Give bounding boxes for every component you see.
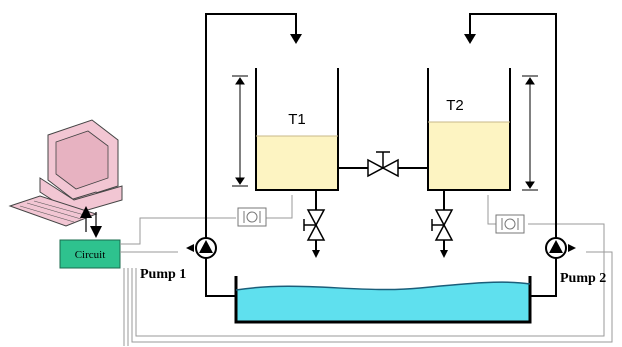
- tank-t2-label: T2: [446, 97, 464, 114]
- tank-t2: T2: [427, 68, 511, 191]
- signal-wires: [120, 195, 613, 346]
- pump-1-signal-arrow: [186, 244, 194, 252]
- valve-drain-t1: [303, 209, 326, 241]
- valve-drain-t2: [431, 209, 454, 241]
- flow-sensor-t2: [495, 214, 525, 234]
- circuit-label: Circuit: [75, 249, 106, 261]
- inflow-arrows: [290, 34, 476, 44]
- pump-2-icon: [545, 237, 567, 259]
- circuit-box: Circuit: [59, 239, 121, 269]
- level-indicator-t1: [232, 75, 248, 187]
- level-indicator-t2: [522, 75, 538, 191]
- flow-sensor-t1: [237, 207, 267, 227]
- pump-2-signal-arrow: [568, 244, 576, 252]
- pump-1-icon: [195, 237, 217, 259]
- reservoir: [234, 276, 532, 324]
- drain-arrows: [312, 250, 448, 258]
- pump-1-label: Pump 1: [140, 267, 186, 282]
- computer-icon: [8, 119, 123, 227]
- tank-t1: T1: [255, 68, 339, 191]
- data-link-arrows: [80, 206, 102, 238]
- pump-2-label: Pump 2: [560, 271, 606, 286]
- tank-t1-label: T1: [288, 111, 306, 128]
- valve-connecting: [367, 151, 399, 178]
